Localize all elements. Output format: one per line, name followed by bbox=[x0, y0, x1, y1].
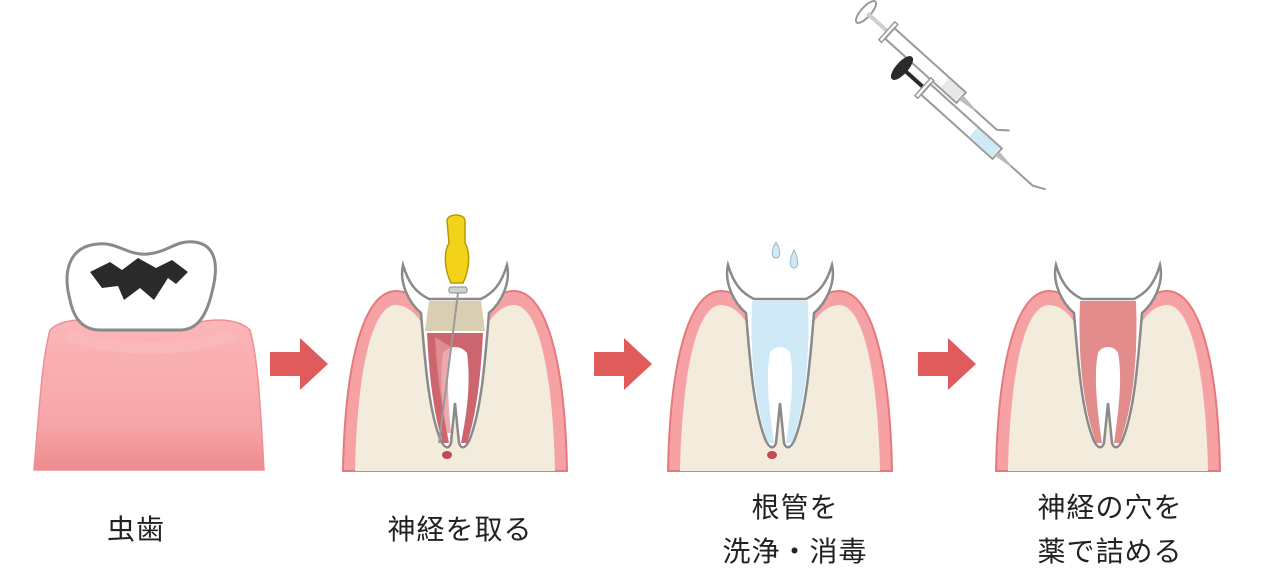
gum-line bbox=[64, 330, 236, 354]
nerve-removal-illustration bbox=[342, 214, 568, 472]
syringe-icon bbox=[890, 56, 1046, 191]
filling-illustration bbox=[995, 260, 1221, 472]
caption-line: 薬で詰める bbox=[1037, 535, 1183, 568]
step-caption-nerve-removal: 神経を取る bbox=[370, 508, 550, 552]
right-arrow-icon bbox=[270, 338, 328, 390]
decayed-tooth-illustration bbox=[33, 240, 265, 471]
endodontic-file-icon bbox=[438, 214, 470, 444]
caption-line: 洗浄・消毒 bbox=[722, 535, 868, 568]
caption-line: 根管を bbox=[751, 491, 839, 524]
right-arrow-icon bbox=[918, 338, 976, 390]
caption-line: 虫歯 bbox=[106, 513, 165, 546]
step-caption-cavity: 虫歯 bbox=[86, 508, 186, 552]
drop-icon bbox=[789, 248, 799, 269]
caption-line: 神経の穴を bbox=[1037, 491, 1183, 524]
cavity-decay bbox=[90, 258, 188, 300]
drop-icon bbox=[771, 241, 781, 259]
irrigation-illustration bbox=[667, 260, 893, 472]
step-caption-filling: 神経の穴を 薬で詰める bbox=[1010, 486, 1210, 574]
step-caption-irrigation: 根管を 洗浄・消毒 bbox=[700, 486, 890, 574]
right-arrow-icon bbox=[594, 338, 652, 390]
syringe-icon bbox=[854, 0, 1010, 132]
caption-line: 神経を取る bbox=[387, 513, 533, 546]
